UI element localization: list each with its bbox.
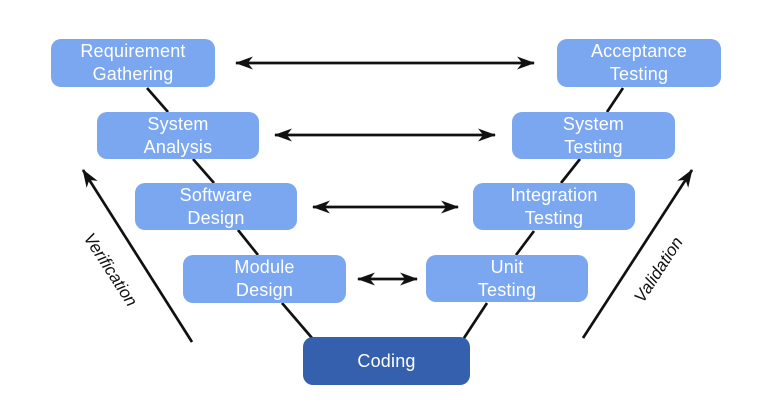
connector-moduledesign-coding — [280, 302, 314, 339]
node-label-line: Testing — [524, 207, 584, 228]
node-unit-testing: Unit Testing — [426, 255, 588, 302]
connector-sysanalysis-swdesign — [191, 158, 216, 184]
connector-integration-systesting — [559, 158, 582, 184]
connector-unittesting-integration — [514, 230, 536, 256]
node-system-testing: System Testing — [512, 112, 675, 159]
node-label-line: Analysis — [143, 136, 213, 157]
connector-coding-unittesting — [462, 302, 489, 339]
connector-swdesign-moduledesign — [236, 229, 260, 256]
connector-systesting-acceptance — [605, 87, 625, 113]
node-label-line: System — [147, 113, 209, 134]
node-label-line: Design — [235, 280, 294, 300]
node-label-line: Testing — [564, 136, 623, 157]
node-integration-testing: Integration Testing — [473, 183, 635, 230]
node-label-line: Software — [179, 184, 253, 205]
node-acceptance-testing: Acceptance Testing — [557, 39, 721, 87]
node-label-line: Acceptance — [590, 41, 688, 62]
node-label-line: Gathering — [92, 64, 174, 84]
node-label-line: Testing — [477, 279, 537, 300]
node-requirement-gathering: Requirement Gathering — [51, 39, 215, 87]
connector-reqgathering-sysanalysis — [145, 87, 170, 113]
validation-label: Validation — [630, 233, 687, 306]
node-label-line: Integration — [510, 184, 598, 205]
node-label-line: System — [562, 113, 625, 134]
verification-label: Verification — [79, 229, 142, 310]
node-coding: Coding — [303, 337, 470, 385]
node-label-line: Requirement — [80, 41, 186, 62]
node-system-analysis: System Analysis — [97, 112, 259, 159]
node-software-design: Software Design — [135, 183, 297, 230]
node-label-line: Design — [187, 207, 245, 228]
node-label-line: Module — [234, 257, 295, 278]
node-module-design: Module Design — [183, 255, 346, 303]
node-label-line: Testing — [609, 64, 669, 84]
node-label-line: Coding — [357, 350, 416, 371]
node-label-line: Unit — [490, 256, 524, 277]
